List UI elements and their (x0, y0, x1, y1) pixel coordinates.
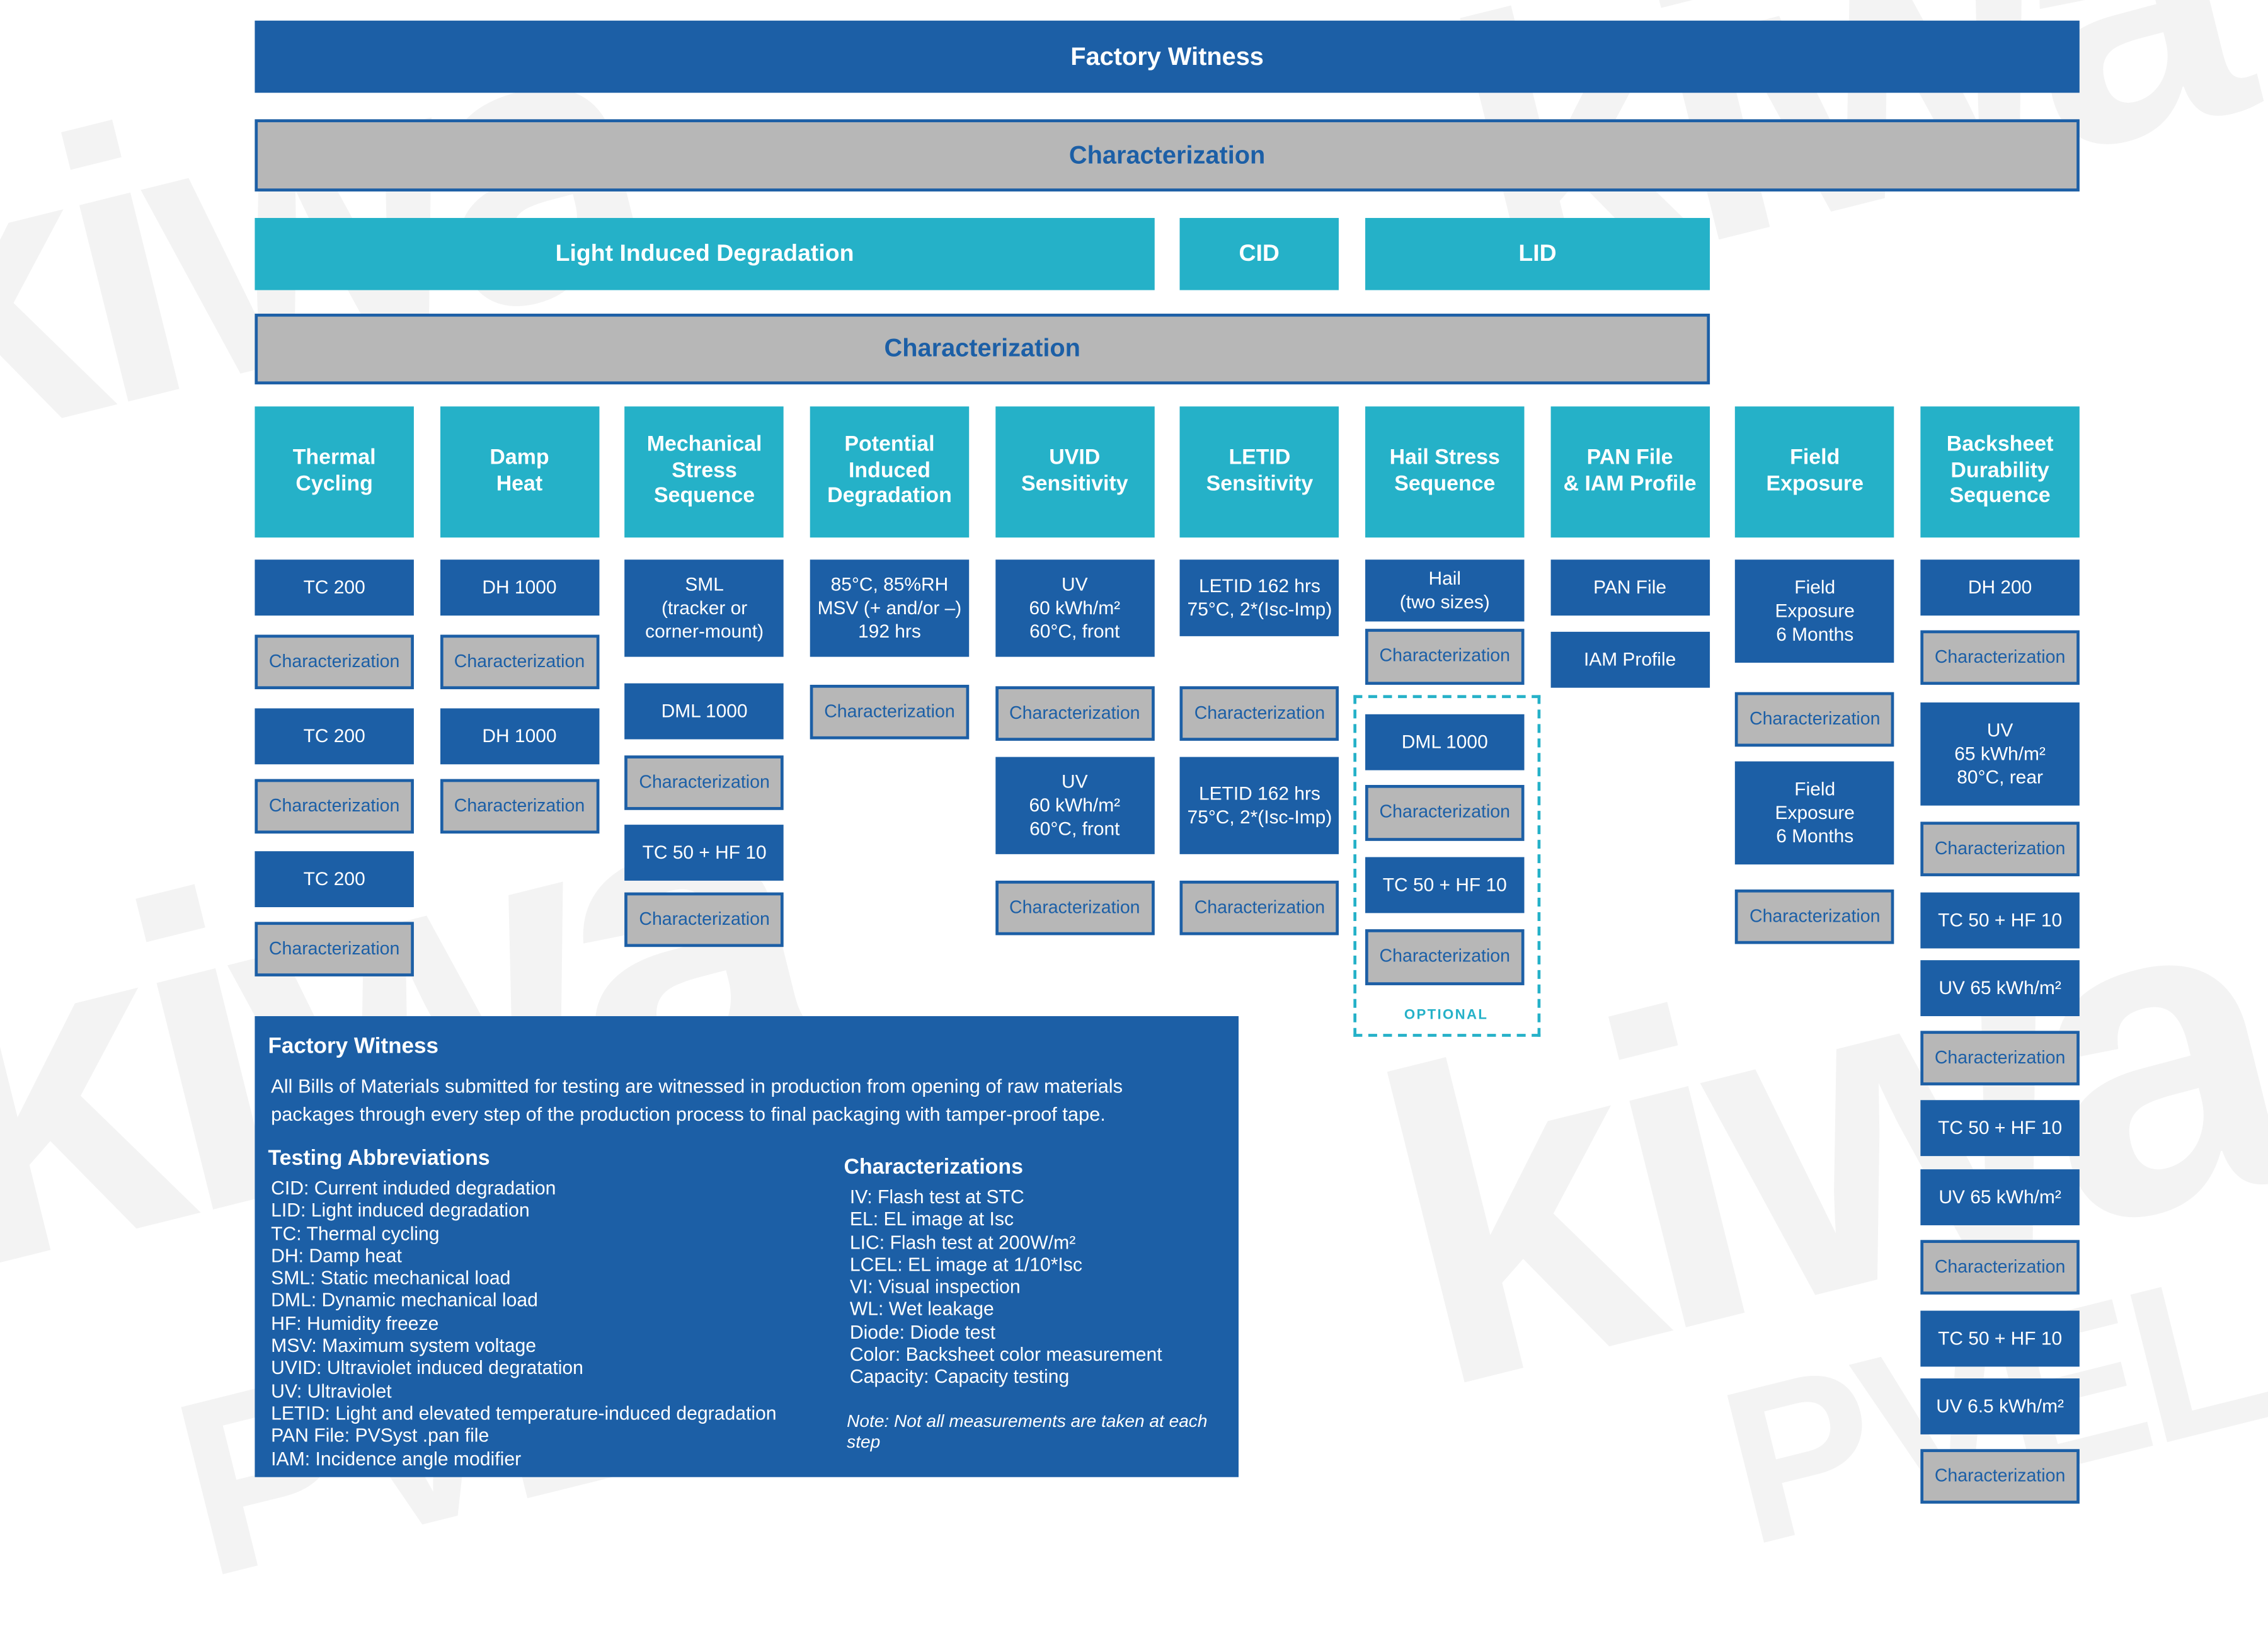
column-header-mechanical-stress-sequence: Mechanical Stress Sequence (624, 406, 784, 538)
characterization-box: Characterization (1365, 629, 1525, 685)
column-header-backsheet-durability-sequence: Backsheet Durability Sequence (1920, 406, 2080, 538)
characterization-box: Characterization (995, 686, 1155, 741)
characterization-item: LIC: Flash test at 200W/m² (849, 1230, 1076, 1253)
factory-witness-banner: Factory Witness (255, 20, 2080, 93)
optional-label: OPTIONAL (1404, 1007, 1489, 1024)
test-box: DH 1000 (440, 559, 599, 616)
characterization-box: Characterization (1180, 880, 1339, 936)
test-box: TC 50 + HF 10 (1920, 1310, 2080, 1367)
test-box: TC 50 + HF 10 (1920, 1100, 2080, 1157)
characterization-banner-top: Characterization (255, 119, 2080, 192)
abbreviation-item: UVID: Ultraviolet induced degratation (271, 1356, 583, 1379)
column-header-hail-stress-sequence: Hail Stress Sequence (1365, 406, 1525, 538)
characterization-item: Diode: Diode test (849, 1320, 996, 1343)
characterization-box: Characterization (624, 892, 784, 947)
column-header-uvid-sensitivity: UVID Sensitivity (995, 406, 1155, 538)
test-box: IAM Profile (1550, 631, 1710, 688)
legend-note: Note: Not all measurements are taken at … (847, 1411, 1208, 1452)
test-box: TC 200 (255, 851, 414, 908)
abbreviation-item: MSV: Maximum system voltage (271, 1334, 537, 1357)
legend-panel: Factory Witness All Bills of Materials s… (255, 1016, 1239, 1477)
characterization-banner-mid: Characterization (255, 313, 1710, 385)
test-box: Field Exposure 6 Months (1735, 761, 1894, 865)
test-box: DML 1000 (624, 683, 784, 740)
abbreviation-item: CID: Current induded degradation (271, 1176, 556, 1199)
characterization-box: Characterization (440, 779, 599, 834)
characterization-box: Characterization (1180, 686, 1339, 741)
cid-banner: CID (1179, 217, 1339, 290)
test-box: Field Exposure 6 Months (1735, 559, 1894, 663)
characterization-item: IV: Flash test at STC (849, 1185, 1024, 1208)
abbreviation-item: PAN File: PVSyst .pan file (271, 1424, 490, 1447)
characterization-box: Characterization (255, 779, 414, 834)
abbreviation-item: UV: Ultraviolet (271, 1379, 392, 1402)
characterization-box: Characterization (624, 755, 784, 810)
characterizations-title: Characterizations (844, 1156, 1023, 1180)
test-box: UV 65 kWh/m² 80°C, rear (1920, 702, 2080, 806)
column-header-thermal-cycling: Thermal Cycling (255, 406, 414, 538)
column-header-pan-file-iam-profile: PAN File & IAM Profile (1550, 406, 1710, 538)
characterization-item: LCEL: EL image at 1/10*Isc (849, 1253, 1082, 1276)
test-box: PAN File (1550, 559, 1710, 616)
test-box: TC 200 (255, 708, 414, 765)
optional-group-frame: OPTIONAL (1353, 695, 1540, 1037)
characterization-item: VI: Visual inspection (849, 1275, 1021, 1298)
abbreviation-item: LETID: Light and elevated temperature-in… (271, 1402, 777, 1424)
characterization-box: Characterization (255, 922, 414, 976)
test-box: DH 200 (1920, 559, 2080, 616)
test-box: UV 65 kWh/m² (1920, 1169, 2080, 1225)
light-induced-degradation-banner: Light Induced Degradation (255, 217, 1155, 290)
characterization-box: Characterization (995, 880, 1155, 936)
test-box: UV 65 kWh/m² (1920, 960, 2080, 1017)
abbreviation-item: DH: Damp heat (271, 1244, 402, 1267)
column-header-damp-heat: Damp Heat (440, 406, 599, 538)
characterization-box: Characterization (255, 634, 414, 690)
abbreviations-title: Testing Abbreviations (268, 1147, 490, 1171)
test-box: TC 50 + HF 10 (1365, 857, 1525, 913)
abbreviation-item: LID: Light induced degradation (271, 1199, 530, 1222)
characterization-box: Characterization (1365, 784, 1525, 841)
characterization-box: Characterization (1920, 1449, 2080, 1504)
characterization-item: EL: EL image at Isc (849, 1208, 1014, 1230)
abbreviation-item: DML: Dynamic mechanical load (271, 1289, 538, 1312)
abbreviation-item: HF: Humidity freeze (271, 1312, 439, 1334)
characterization-box: Characterization (440, 634, 599, 690)
abbreviation-item: IAM: Incidence angle modifier (271, 1446, 522, 1470)
characterization-item: Color: Backsheet color measurement (849, 1343, 1162, 1366)
characterization-box: Characterization (1920, 1240, 2080, 1295)
test-box: LETID 162 hrs 75°C, 2*(Isc-Imp) (1180, 757, 1339, 854)
lid-banner: LID (1365, 217, 1710, 290)
characterization-box: Characterization (1920, 821, 2080, 876)
column-header-potential-induced-degradation: Potential Induced Degradation (810, 406, 970, 538)
characterization-item: Capacity: Capacity testing (849, 1365, 1070, 1388)
characterization-box: Characterization (1365, 929, 1525, 985)
characterization-item: WL: Wet leakage (849, 1298, 994, 1320)
test-box: Hail (two sizes) (1365, 559, 1525, 622)
test-box: UV 6.5 kWh/m² (1920, 1378, 2080, 1434)
test-box: SML (tracker or corner-mount) (624, 559, 784, 657)
test-box: TC 50 + HF 10 (1920, 892, 2080, 949)
test-box: TC 200 (255, 559, 414, 616)
characterization-box: Characterization (1920, 630, 2080, 685)
test-box: UV 60 kWh/m² 60°C, front (995, 559, 1155, 657)
abbreviation-item: SML: Static mechanical load (271, 1266, 511, 1289)
test-box: TC 50 + HF 10 (624, 825, 784, 881)
test-box: LETID 162 hrs 75°C, 2*(Isc-Imp) (1180, 559, 1339, 636)
column-header-letid-sensitivity: LETID Sensitivity (1180, 406, 1339, 538)
test-box: DML 1000 (1365, 714, 1525, 770)
test-box: 85°C, 85%RH MSV (+ and/or –) 192 hrs (810, 559, 970, 657)
legend-body: All Bills of Materials submitted for tes… (271, 1075, 1123, 1126)
test-box: UV 60 kWh/m² 60°C, front (995, 757, 1155, 854)
test-box: DH 1000 (440, 708, 599, 765)
characterization-box: Characterization (1920, 1031, 2080, 1085)
column-header-field-exposure: Field Exposure (1735, 406, 1894, 538)
characterization-box: Characterization (810, 685, 970, 740)
abbreviation-item: TC: Thermal cycling (271, 1222, 440, 1244)
characterization-box: Characterization (1735, 692, 1894, 747)
legend-title: Factory Witness (268, 1034, 439, 1059)
characterization-box: Characterization (1735, 889, 1894, 944)
